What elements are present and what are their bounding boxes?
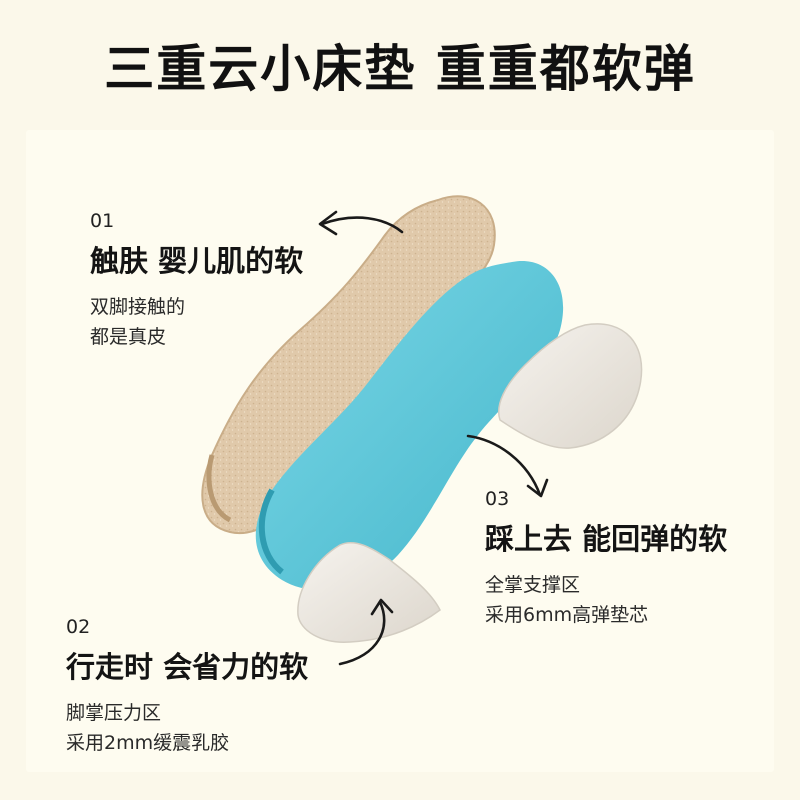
callout-02: 02 行走时 会省力的软 脚掌压力区 采用2mm缓震乳胶 xyxy=(66,616,308,758)
foam-layer xyxy=(255,260,564,591)
callout-title: 触肤 婴儿肌的软 xyxy=(90,244,304,278)
desc-line: 双脚接触的 xyxy=(90,296,186,318)
callout-number: 03 xyxy=(485,488,510,510)
desc-line: 都是真皮 xyxy=(90,326,167,348)
desc-line: 采用2mm缓震乳胶 xyxy=(66,732,230,754)
callout-description: 双脚接触的 都是真皮 xyxy=(90,292,303,352)
desc-line: 采用6mm高弹垫芯 xyxy=(485,604,649,626)
arrow-02 xyxy=(338,600,386,666)
arrow-03 xyxy=(466,434,542,497)
desc-line: 全掌支撑区 xyxy=(485,574,581,596)
callout-number: 01 xyxy=(90,210,115,232)
callout-title: 踩上去 能回弹的软 xyxy=(485,522,728,556)
callout-03: 03 踩上去 能回弹的软 全掌支撑区 采用6mm高弹垫芯 xyxy=(485,488,727,630)
callout-01: 01 触肤 婴儿肌的软 双脚接触的 都是真皮 xyxy=(90,210,303,352)
forefoot-pad xyxy=(297,541,441,643)
arrow-01 xyxy=(320,216,404,234)
desc-line: 脚掌压力区 xyxy=(66,702,162,724)
heel-pad xyxy=(498,323,643,449)
callout-title: 行走时 会省力的软 xyxy=(66,650,309,684)
headline: 三重云小床垫 重重都软弹 xyxy=(104,40,696,98)
callout-description: 脚掌压力区 采用2mm缓震乳胶 xyxy=(66,698,308,758)
callout-description: 全掌支撑区 采用6mm高弹垫芯 xyxy=(485,570,727,630)
callout-number: 02 xyxy=(66,616,91,638)
